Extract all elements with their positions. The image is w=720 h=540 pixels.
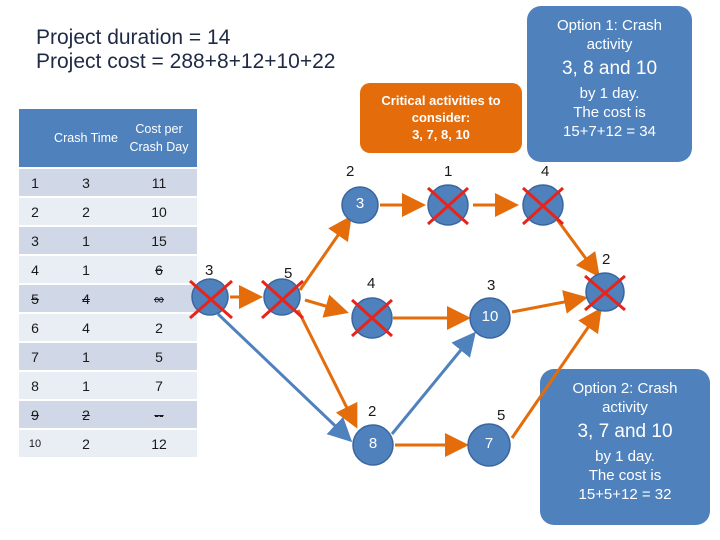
arrow-h-f (511, 290, 588, 314)
node-label-10: 10 (481, 308, 499, 325)
arrow-b-g (304, 294, 349, 318)
option1-line1: Option 1: Crash (556, 17, 663, 34)
option2-line4: by 1 day. (595, 448, 655, 465)
node-i (352, 424, 394, 466)
crash-cost: 6 (121, 256, 197, 283)
activity-id: 2 (19, 198, 51, 225)
critical-activities-callout: Critical activities to consider: 3, 7, 8… (360, 83, 522, 153)
crash-time: 1 (51, 343, 121, 370)
node-c (341, 186, 379, 224)
option2-callout: Option 2: Crash activity 3, 7 and 10 by … (540, 369, 710, 525)
critical-line1: Critical activities to (381, 93, 501, 108)
arrow-b-i (296, 309, 358, 429)
activity-id: 3 (19, 227, 51, 254)
option1-activities: 3, 8 and 10 (561, 58, 658, 79)
node-h (469, 297, 511, 339)
crash-time: 4 (51, 314, 121, 341)
activity-id: 6 (19, 314, 51, 341)
crash-cost: 2 (121, 314, 197, 341)
activity-id: 9 (19, 401, 51, 428)
node-label-7: 7 (484, 435, 494, 452)
crash-time: 3 (51, 169, 121, 196)
critical-line3: 3, 7, 8, 10 (412, 127, 470, 142)
crash-time: 4 (51, 285, 121, 312)
crash-time: 2 (51, 430, 121, 457)
node-label-8: 8 (368, 435, 378, 452)
table-header-activity (19, 109, 51, 167)
option2-activities: 3, 7 and 10 (577, 421, 673, 442)
duration-label: 4 (541, 163, 550, 180)
crash-time: 1 (51, 227, 121, 254)
activity-id: 10 (19, 430, 51, 457)
crash-cost: 11 (121, 169, 197, 196)
option1-line2: activity (586, 36, 633, 53)
duration-label: 5 (284, 265, 293, 282)
option2-line6: 15+5+12 = 32 (578, 486, 672, 503)
crash-cost: 12 (121, 430, 197, 457)
arrow-dummy-i-h (390, 331, 476, 435)
table-header-crash-time: Crash Time (51, 109, 121, 167)
option2-line5: The cost is (588, 467, 662, 484)
crash-cost: -- (121, 401, 197, 428)
duration-label: 4 (367, 275, 376, 292)
duration-label: 2 (602, 251, 611, 268)
activity-id: 8 (19, 372, 51, 399)
option1-callout: Option 1: Crash activity 3, 8 and 10 by … (527, 6, 692, 162)
option1-line4: by 1 day. (579, 85, 640, 102)
activity-id: 5 (19, 285, 51, 312)
crash-time: 2 (51, 401, 121, 428)
activity-id: 7 (19, 343, 51, 370)
node-label-3: 3 (355, 195, 365, 212)
crash-cost: 5 (121, 343, 197, 370)
duration-label: 1 (444, 163, 453, 180)
node-j (467, 423, 511, 467)
option2-line1: Option 2: Crash (572, 380, 678, 397)
crash-cost: 10 (121, 198, 197, 225)
activity-id: 4 (19, 256, 51, 283)
option1-line5: The cost is (573, 104, 646, 121)
duration-label: 3 (487, 277, 496, 294)
duration-label: 3 (205, 262, 214, 279)
arrow-dummy-a-i (216, 312, 353, 443)
option2-line2: activity (602, 399, 648, 416)
arrow-b-c (298, 215, 352, 291)
project-duration: Project duration = 14 (36, 26, 231, 49)
critical-line2: consider: (411, 110, 471, 125)
option1-line6: 15+7+12 = 34 (562, 123, 656, 140)
cross-marks (189, 186, 626, 338)
duration-label: 5 (497, 407, 506, 424)
table-header-row: Crash Time Cost per Crash Day (19, 109, 197, 167)
crash-time: 1 (51, 372, 121, 399)
arrow-j-f (510, 307, 602, 439)
crash-time: 1 (51, 256, 121, 283)
arrow-e-f (554, 217, 600, 278)
crash-time: 2 (51, 198, 121, 225)
crash-cost: 7 (121, 372, 197, 399)
project-cost: Project cost = 288+8+12+10+22 (36, 50, 336, 73)
crash-cost: ∞ (121, 285, 197, 312)
project-summary: Project duration = 14 Project cost = 288… (36, 26, 336, 74)
duration-label: 2 (346, 163, 355, 180)
activity-id: 1 (19, 169, 51, 196)
duration-label: 2 (368, 403, 377, 420)
table-header-cost: Cost per Crash Day (121, 109, 197, 167)
crash-cost: 15 (121, 227, 197, 254)
